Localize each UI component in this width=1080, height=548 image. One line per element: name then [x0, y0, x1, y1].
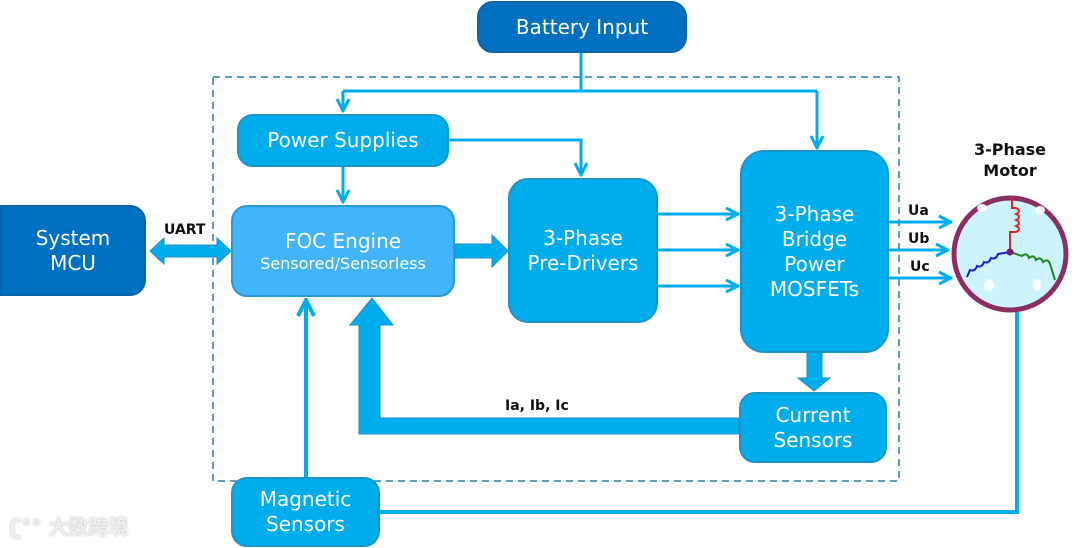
current-sensors-label-line2: Sensors: [773, 427, 853, 452]
watermark-text: 大数跨境: [48, 515, 129, 539]
predriver-to-bridge-arrows: [657, 214, 738, 286]
watermark-logo-icon: ʗ°°: [10, 515, 49, 539]
motor-title: 3-Phase Motor: [955, 139, 1065, 181]
battery-input-block: Battery Input: [477, 1, 687, 53]
battery-input-label: Battery Input: [515, 14, 649, 39]
system-mcu-label-line1: System: [35, 225, 111, 250]
phase-output-arrows: [888, 222, 951, 278]
motor-highlights: [977, 204, 1045, 291]
motor-title-line1: 3-Phase: [973, 140, 1047, 159]
bridge-label-line3: Power: [784, 252, 845, 276]
magnetic-sensors-block: Magnetic Sensors: [231, 477, 380, 547]
magnetic-sensors-label-line1: Magnetic: [259, 487, 352, 511]
winding-a: [1009, 198, 1020, 252]
foc-engine-title: FOC Engine: [284, 228, 402, 253]
winding-c: [1009, 251, 1056, 281]
magnetic-sensors-label-line2: Sensors: [266, 512, 345, 536]
power-supplies-label: Power Supplies: [267, 128, 419, 152]
pre-drivers-label-line2: Pre-Drivers: [527, 250, 639, 275]
foc-engine-block: FOC Engine Sensored/Sensorless: [231, 205, 455, 297]
bridge-mosfets-block: 3-Phase Bridge Power MOSFETs: [740, 150, 889, 353]
current-sensors-block: Current Sensors: [739, 392, 887, 463]
motor-to-magnetic-line: [380, 312, 1019, 514]
power-supplies-outputs: [343, 138, 581, 202]
ua-label: Ua: [908, 203, 929, 219]
bridge-label-line1: 3-Phase: [774, 202, 855, 226]
uart-label: UART: [164, 222, 206, 238]
bridge-label-line4: MOSFETs: [769, 277, 860, 301]
ub-label: Ub: [908, 231, 930, 247]
foc-to-predrivers-arrow: [454, 233, 509, 269]
foc-engine-subtitle: Sensored/Sensorless: [260, 253, 426, 273]
motor-title-line2: Motor: [983, 161, 1037, 180]
winding-b: [966, 251, 1011, 278]
current-sensors-label-line1: Current: [775, 402, 851, 427]
current-feedback-arrow: [348, 297, 740, 435]
watermark: ʗ°° 大数跨境: [10, 511, 128, 540]
bridge-label-line2: Bridge: [781, 227, 848, 251]
three-phase-motor: [951, 195, 1069, 313]
pre-drivers-block: 3-Phase Pre-Drivers: [508, 178, 658, 323]
currents-label: Ia, Ib, Ic: [505, 398, 569, 414]
uc-label: Uc: [910, 259, 930, 275]
neutral-point: [1006, 248, 1014, 256]
system-mcu-block: System MCU: [0, 205, 146, 296]
bridge-to-current-sensors-arrow: [796, 351, 832, 392]
uart-double-arrow: [149, 236, 232, 266]
battery-power-bus: [343, 52, 817, 148]
system-mcu-label-line2: MCU: [50, 250, 96, 275]
power-supplies-block: Power Supplies: [237, 114, 449, 167]
pre-drivers-label-line1: 3-Phase: [543, 225, 623, 250]
